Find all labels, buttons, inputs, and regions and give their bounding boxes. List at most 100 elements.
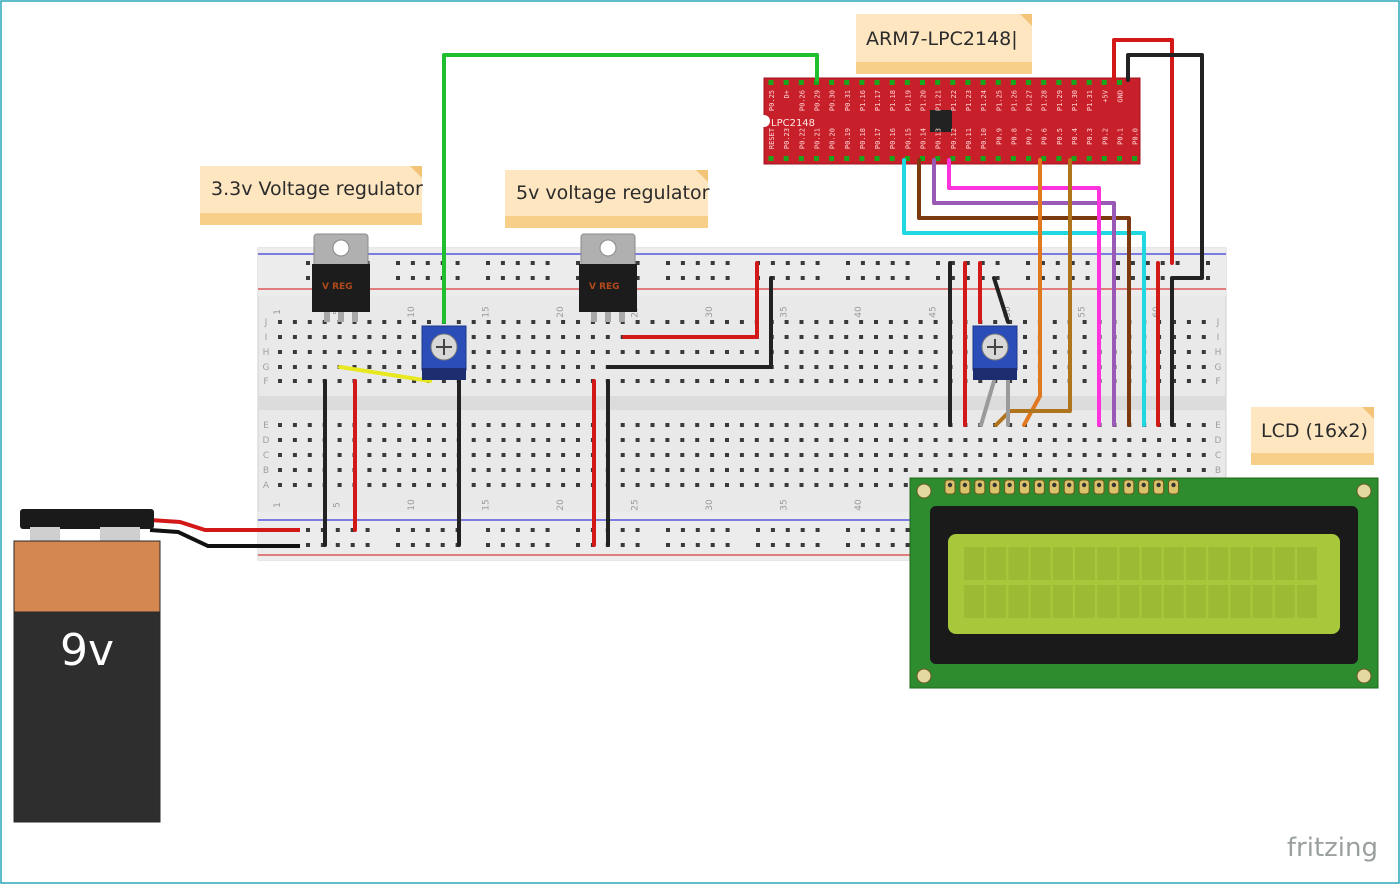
breadboard-hole xyxy=(993,438,998,442)
lcd-cell xyxy=(1208,547,1229,580)
rail-hole xyxy=(306,276,310,280)
battery-terminal xyxy=(30,527,60,543)
column-number: 1 xyxy=(273,502,283,508)
mcu-pin-label: P0.26 xyxy=(798,90,806,111)
breadboard-hole xyxy=(739,483,744,487)
rail-hole xyxy=(710,261,715,265)
breadboard-hole xyxy=(859,335,864,339)
rail-hole xyxy=(860,261,865,265)
rail-hole xyxy=(440,528,445,532)
breadboard-hole xyxy=(1157,453,1162,457)
rail-hole xyxy=(680,543,685,547)
breadboard-hole xyxy=(307,453,312,457)
breadboard-hole xyxy=(322,365,327,369)
mcu-pin-label: P1.27 xyxy=(1026,90,1034,111)
rail-hole xyxy=(1206,276,1210,280)
breadboard-hole xyxy=(412,335,417,339)
breadboard-hole xyxy=(471,350,476,354)
rail-hole xyxy=(695,276,700,280)
mcu-pin-label: P0.0 xyxy=(1132,128,1140,145)
breadboard-hole xyxy=(650,468,655,472)
battery-body xyxy=(13,611,161,823)
rail-hole xyxy=(725,543,730,547)
mcu-pin xyxy=(798,80,804,85)
breadboard-hole xyxy=(874,468,878,472)
rail-hole xyxy=(486,543,490,547)
breadboard-hole xyxy=(978,468,983,472)
breadboard-hole xyxy=(278,423,282,427)
breadboard-hole xyxy=(695,438,700,442)
breadboard-hole xyxy=(307,483,312,487)
mcu-pin-label: P0.5 xyxy=(1056,128,1064,145)
breadboard-hole xyxy=(769,453,774,457)
lcd-cell xyxy=(1119,547,1140,580)
breadboard-hole xyxy=(695,379,700,383)
breadboard-hole xyxy=(531,438,536,442)
battery-top-band xyxy=(13,540,161,614)
rail-hole xyxy=(425,276,430,280)
note-lcd: LCD (16x2) xyxy=(1251,407,1374,465)
breadboard-hole xyxy=(531,320,536,324)
breadboard-hole xyxy=(814,453,819,457)
rail-hole xyxy=(1070,276,1075,280)
rail-hole xyxy=(905,276,910,280)
note-reg5-fold xyxy=(696,170,708,182)
lcd-cell xyxy=(1097,547,1118,580)
breadboard-hole xyxy=(561,350,566,354)
breadboard-hole xyxy=(993,468,998,472)
breadboard-hole xyxy=(650,423,655,427)
breadboard-hole xyxy=(888,320,893,324)
breadboard-hole xyxy=(1067,438,1072,442)
breadboard-hole xyxy=(1052,350,1057,354)
9v-battery-icon: 9v xyxy=(13,509,300,823)
rail-hole xyxy=(770,528,775,532)
rail-hole xyxy=(1175,261,1180,265)
breadboard-hole xyxy=(844,468,849,472)
wire-black-gnd-mcu xyxy=(1126,53,1204,427)
breadboard-hole xyxy=(620,379,625,383)
regulator-3v3-marking: V REG xyxy=(322,282,353,292)
lcd-cell xyxy=(1274,547,1295,580)
breadboard-hole xyxy=(471,483,476,487)
note-lcd-text: LCD (16x2) xyxy=(1261,420,1368,442)
lcd-cell xyxy=(1030,585,1051,618)
breadboard-hole xyxy=(322,335,327,339)
breadboard-hole xyxy=(799,350,804,354)
breadboard-hole xyxy=(1186,379,1191,383)
mcu-pin xyxy=(1116,156,1122,161)
breadboard-hole xyxy=(859,379,864,383)
rail-hole xyxy=(486,276,490,280)
mcu-pin xyxy=(965,156,971,161)
mcu-pin xyxy=(980,156,986,161)
breadboard-hole xyxy=(948,468,953,472)
rail-hole xyxy=(890,543,895,547)
breadboard-hole xyxy=(874,423,878,427)
breadboard-hole xyxy=(278,350,282,354)
breadboard-hole xyxy=(397,320,402,324)
lcd-cell xyxy=(986,585,1007,618)
breadboard-hole xyxy=(397,365,402,369)
mcu-pin-label: P0.23 xyxy=(783,128,791,149)
battery-wire-red xyxy=(149,518,300,532)
breadboard-hole xyxy=(888,350,893,354)
rail-hole xyxy=(695,261,700,265)
lcd-pin-hole xyxy=(1022,482,1027,488)
row-letter: I xyxy=(265,333,268,343)
rail-hole xyxy=(770,543,775,547)
breadboard-hole xyxy=(531,350,536,354)
rail-hole xyxy=(800,276,805,280)
breadboard-hole xyxy=(546,438,551,442)
breadboard-hole xyxy=(650,483,655,487)
breadboard-hole xyxy=(278,335,282,339)
lcd-cell xyxy=(1097,585,1118,618)
breadboard-hole xyxy=(829,453,834,457)
breadboard-hole xyxy=(754,453,759,457)
note-reg33: 3.3v Voltage regulator xyxy=(200,166,423,225)
rail-hole xyxy=(905,543,910,547)
rail-hole xyxy=(410,261,415,265)
rail-hole xyxy=(515,528,520,532)
breadboard-hole xyxy=(814,438,819,442)
breadboard-hole xyxy=(292,379,297,383)
breadboard-hole xyxy=(412,365,417,369)
rail-hole xyxy=(846,261,850,265)
